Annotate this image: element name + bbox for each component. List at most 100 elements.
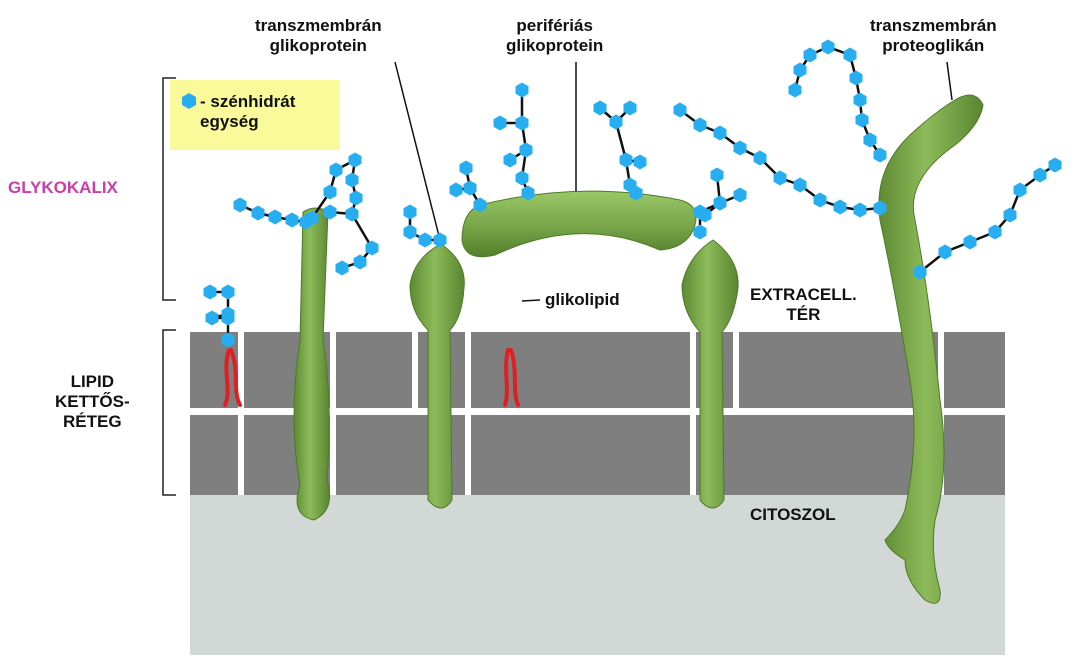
carbohydrate-unit-hexagon — [821, 39, 835, 55]
carbohydrate-unit-hexagon — [515, 170, 529, 186]
carbohydrate-unit-hexagon — [403, 204, 417, 220]
carbohydrate-unit-hexagon — [803, 47, 817, 63]
carbohydrate-unit-hexagon — [849, 70, 863, 86]
glycolipid-label: glikolipid — [545, 290, 620, 309]
carbohydrate-chain — [408, 212, 440, 242]
carbohydrate-unit-hexagon — [449, 182, 463, 198]
carbohydrate-unit-hexagon — [1013, 182, 1027, 198]
carbohydrate-unit-hexagon — [773, 170, 787, 186]
carbohydrate-unit-hexagon — [221, 332, 235, 348]
transmembrane-proteoglycan — [878, 94, 984, 604]
carbohydrate-unit-hexagon — [493, 115, 507, 131]
transmembrane-glycoprotein-right — [681, 239, 739, 509]
carbohydrate-unit-hexagon — [519, 142, 533, 158]
peripheral-glycoprotein-label: perifériás glikoprotein — [506, 16, 604, 55]
carbohydrate-unit-hexagon — [268, 209, 282, 225]
carbohydrate-unit-hexagon — [963, 234, 977, 250]
carbohydrate-unit-hexagon — [713, 195, 727, 211]
carbohydrate-unit-hexagon — [698, 207, 712, 223]
carbohydrate-unit-hexagon — [251, 205, 265, 221]
transmembrane-glycoprotein-label: transzmembrán glikoprotein — [255, 16, 382, 55]
carbohydrate-unit-hexagon — [609, 114, 623, 130]
carbohydrate-unit-hexagon — [433, 232, 447, 248]
carbohydrate-units — [203, 39, 1062, 348]
carbohydrate-unit-hexagon — [629, 185, 643, 201]
carbohydrate-unit-hexagon — [813, 192, 827, 208]
carbohydrate-unit-hexagon — [221, 284, 235, 300]
carbohydrate-unit-label: - szénhidrát egység — [200, 92, 296, 131]
carbohydrate-unit-hexagon — [345, 206, 359, 222]
leader-proteoglycan — [946, 61, 953, 101]
transmembrane-proteoglycan-label: transzmembrán proteoglikán — [870, 16, 997, 55]
extracellular-space-label: EXTRACELL. TÉR — [750, 285, 857, 324]
carbohydrate-unit-hexagon — [855, 112, 869, 128]
carbohydrate-unit-hexagon — [335, 260, 349, 276]
carbohydrate-unit-hexagon — [323, 204, 337, 220]
carbohydrate-unit-hexagon — [353, 254, 367, 270]
carbohydrate-unit-hexagon — [349, 190, 363, 206]
carbohydrate-unit-hexagon — [710, 167, 724, 183]
carbohydrate-unit-hexagon — [853, 92, 867, 108]
carbohydrate-unit-hexagon — [285, 212, 299, 228]
carbohydrate-unit-hexagon — [348, 152, 362, 168]
carbohydrate-unit-hexagon — [863, 132, 877, 148]
carbohydrate-unit-hexagon — [221, 310, 235, 326]
carbohydrate-unit-hexagon — [793, 62, 807, 78]
carbohydrate-unit-hexagon — [515, 82, 529, 98]
glycolipid-tail-left — [223, 348, 242, 407]
carbohydrate-unit-hexagon — [693, 117, 707, 133]
glycolipid-tail-right — [503, 348, 520, 407]
carbohydrate-unit-hexagon — [619, 152, 633, 168]
carbohydrate-unit-hexagon — [593, 100, 607, 116]
cytosol-label: CITOSZOL — [750, 505, 836, 524]
leader-transmembrane-glycoprotein — [394, 61, 442, 245]
carbohydrate-chain — [679, 109, 881, 212]
carbohydrate-unit-hexagon — [833, 199, 847, 215]
carbohydrate-unit-hexagon — [345, 172, 359, 188]
carbohydrate-unit-hexagon — [503, 152, 517, 168]
carbohydrate-unit-hexagon — [329, 162, 343, 178]
carbohydrate-unit-hexagon — [673, 102, 687, 118]
carbohydrate-unit-hexagon — [418, 232, 432, 248]
carbohydrate-unit-hexagon — [323, 184, 337, 200]
carbohydrate-unit-hexagon — [733, 140, 747, 156]
carbohydrate-unit-hexagon — [873, 200, 887, 216]
carbohydrate-unit-hexagon — [403, 224, 417, 240]
carbohydrate-unit-hexagon — [988, 224, 1002, 240]
carbohydrate-unit-hexagon — [733, 187, 747, 203]
transmembrane-glycoprotein — [409, 243, 465, 509]
carbohydrate-unit-hexagon — [633, 154, 647, 170]
carbohydrate-unit-hexagon — [205, 310, 219, 326]
carbohydrate-unit-hexagon — [938, 244, 952, 260]
carbohydrate-unit-hexagon — [305, 210, 319, 226]
carbohydrate-unit-hexagon — [463, 180, 477, 196]
carbohydrate-unit-hexagon — [623, 100, 637, 116]
carbohydrate-unit-hexagon — [203, 284, 217, 300]
bilayer-bracket — [162, 329, 176, 496]
carbohydrate-unit-hexagon — [233, 197, 247, 213]
carbohydrate-unit-hexagon — [853, 202, 867, 218]
cytosol-region — [190, 495, 1005, 655]
carbohydrate-unit-hexagon — [693, 224, 707, 240]
lipid-bilayer-label: LIPID KETTŐS- RÉTEG — [55, 372, 130, 431]
carbohydrate-unit-hexagon — [1048, 157, 1062, 173]
carbohydrate-unit-hexagon — [913, 264, 927, 280]
carbohydrate-unit-hexagon — [753, 150, 767, 166]
carbohydrate-unit-hexagon — [1003, 207, 1017, 223]
carbohydrate-unit-hexagon — [873, 147, 887, 163]
carbohydrate-unit-hexagon — [521, 185, 535, 201]
glycocalyx-label: GLYKOKALIX — [8, 178, 118, 197]
carbohydrate-unit-hexagon — [788, 82, 802, 98]
transmembrane-protein-thin — [293, 207, 331, 521]
carbohydrate-unit-hexagon — [459, 160, 473, 176]
carbohydrate-unit-hexagon — [515, 115, 529, 131]
carbohydrate-unit-hexagon — [793, 177, 807, 193]
carbohydrate-chain — [793, 45, 882, 156]
carbohydrate-unit-hexagon — [365, 240, 379, 256]
hexagon-legend-icon — [182, 93, 196, 109]
peripheral-glycoprotein — [461, 190, 697, 258]
carbohydrate-unit-hexagon — [1033, 167, 1047, 183]
carbohydrate-unit-hexagon — [843, 47, 857, 63]
